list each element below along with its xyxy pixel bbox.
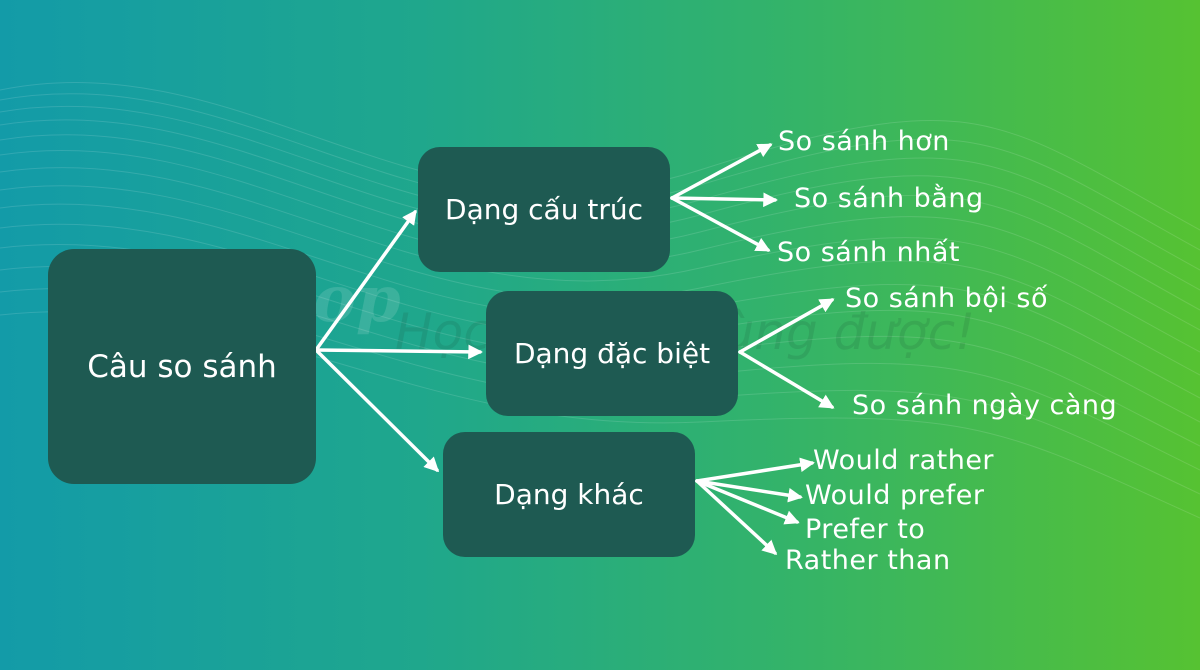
- arrow-root-to-other: [314, 348, 440, 473]
- arrow-other-to-leaf-4: [695, 479, 778, 555]
- branch-node-label: Dạng đặc biệt: [513, 337, 711, 370]
- root-node-label: Câu so sánh: [87, 348, 277, 385]
- arrow-structure-to-leaf-2: [670, 192, 778, 208]
- leaf-comparative: So sánh hơn: [778, 126, 950, 157]
- leaf-multiple-comparison: So sánh bội số: [845, 283, 1048, 314]
- arrow-other-to-leaf-3: [695, 479, 800, 525]
- arrow-other-to-leaf-2: [695, 479, 803, 503]
- leaf-superlative: So sánh nhất: [777, 237, 961, 268]
- branch-node-label: Dạng khác: [494, 478, 644, 511]
- arrow-special-to-leaf-1: [738, 298, 835, 354]
- branch-node-special: Dạng đặc biệt: [486, 291, 738, 416]
- arrow-structure-to-leaf-1: [670, 143, 773, 200]
- leaf-progressive-comparison: So sánh ngày càng: [852, 390, 1118, 421]
- branch-node-label: Dạng cấu trúc: [445, 193, 643, 226]
- branch-node-structure: Dạng cấu trúc: [418, 147, 670, 272]
- leaf-equal-comparison: So sánh bằng: [794, 183, 984, 214]
- leaf-rather-than: Rather than: [785, 545, 951, 576]
- leaf-would-prefer: Would prefer: [805, 480, 985, 511]
- arrow-structure-to-leaf-3: [670, 196, 771, 252]
- root-node: Câu so sánh: [48, 249, 316, 484]
- leaf-would-rather: Would rather: [813, 445, 995, 476]
- arrow-root-to-structure: [314, 209, 417, 352]
- leaf-prefer-to: Prefer to: [805, 514, 926, 545]
- arrow-special-to-leaf-2: [738, 350, 835, 409]
- arrow-other-to-leaf-1: [695, 457, 815, 483]
- arrow-root-to-special: [314, 344, 483, 360]
- branch-node-other: Dạng khác: [443, 432, 695, 557]
